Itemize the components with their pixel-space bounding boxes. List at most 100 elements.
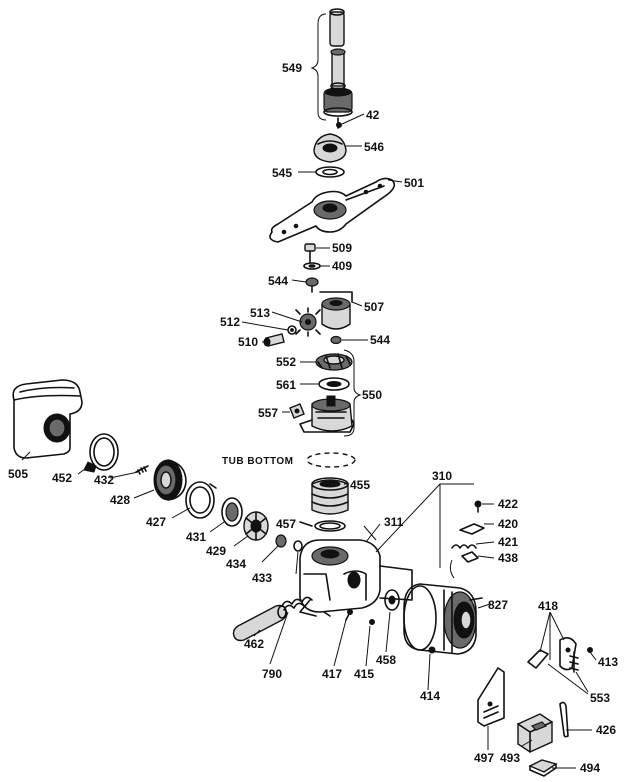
part-546-nut — [313, 133, 347, 163]
part-number-labels: 549 42 546 545 501 509 409 544 507 513 5… — [8, 61, 618, 775]
label-429: 429 — [206, 544, 226, 558]
part-455-seal — [311, 477, 349, 515]
label-434: 434 — [226, 557, 246, 571]
part-434-nut — [275, 534, 287, 548]
label-507: 507 — [364, 300, 384, 314]
label-417: 417 — [322, 667, 342, 681]
part-457-ring — [299, 520, 346, 532]
part-428-coupling — [153, 459, 187, 501]
part-507-housing — [319, 291, 353, 330]
part-429-impeller — [243, 511, 269, 541]
label-418: 418 — [538, 599, 558, 613]
part-432-screw — [135, 465, 149, 475]
part-458-seal — [384, 589, 400, 611]
label-438: 438 — [498, 551, 518, 565]
label-452: 452 — [52, 471, 72, 485]
label-557: 557 — [258, 406, 278, 420]
part-561-washer — [318, 377, 350, 391]
label-413: 413 — [598, 655, 618, 669]
label-426: 426 — [596, 723, 616, 737]
part-827-motor — [403, 583, 483, 655]
label-544-upper: 544 — [268, 274, 288, 288]
part-494-block — [528, 759, 558, 777]
label-553: 553 — [590, 691, 610, 705]
part-512-washer — [287, 325, 297, 335]
tub-bottom-label: TUB BOTTOM — [222, 456, 293, 467]
label-790: 790 — [262, 667, 282, 681]
label-494: 494 — [580, 761, 600, 775]
part-426-pin — [559, 701, 569, 738]
part-544-lower — [330, 335, 342, 345]
bracket-550 — [343, 349, 362, 437]
label-433: 433 — [252, 571, 272, 585]
part-433-washer — [293, 540, 303, 552]
label-414: 414 — [420, 689, 440, 703]
part-438-clip — [461, 551, 479, 563]
label-549: 549 — [282, 61, 302, 75]
label-457: 457 — [276, 517, 296, 531]
label-42: 42 — [366, 108, 380, 122]
label-431: 431 — [186, 530, 206, 544]
label-427: 427 — [146, 515, 166, 529]
part-427-ring — [185, 481, 217, 519]
part-311-pump-housing — [299, 539, 413, 617]
part-552-ring — [315, 353, 353, 371]
part-497-bracket — [477, 667, 505, 727]
label-513: 513 — [250, 306, 270, 320]
label-409: 409 — [332, 259, 352, 273]
label-432: 432 — [94, 473, 114, 487]
label-455: 455 — [350, 478, 370, 492]
label-415: 415 — [354, 667, 374, 681]
part-417-screw — [345, 609, 353, 621]
part-415-screw — [369, 619, 375, 625]
part-557-clip — [289, 403, 305, 419]
label-510: 510 — [238, 335, 258, 349]
part-550-impeller — [299, 395, 355, 433]
part-513-gear — [295, 307, 321, 337]
label-827: 827 — [488, 598, 508, 612]
label-310: 310 — [432, 469, 452, 483]
part-452-clamp — [83, 433, 119, 473]
label-493: 493 — [500, 751, 520, 765]
part-420-bracket — [459, 523, 485, 535]
label-561: 561 — [276, 378, 296, 392]
bracket-549 — [310, 13, 327, 121]
label-501: 501 — [404, 176, 424, 190]
part-501-spray-arm — [269, 177, 396, 243]
label-421: 421 — [498, 535, 518, 549]
label-428: 428 — [110, 493, 130, 507]
part-790-spring — [281, 596, 313, 611]
leader-lines — [21, 113, 597, 769]
part-462-hose — [232, 604, 288, 642]
part-422-screw — [474, 500, 482, 513]
part-549-tube — [323, 8, 353, 117]
label-462: 462 — [244, 637, 264, 651]
part-544-upper — [305, 277, 319, 293]
part-414-screw — [428, 646, 436, 654]
part-42-screw — [336, 117, 342, 129]
label-509: 509 — [332, 241, 352, 255]
label-311: 311 — [384, 515, 404, 529]
part-493-solenoid — [517, 713, 553, 753]
label-505: 505 — [8, 467, 28, 481]
part-509-bolt — [304, 243, 316, 263]
label-544-lower: 544 — [370, 333, 390, 347]
label-546: 546 — [364, 140, 384, 154]
label-497: 497 — [474, 751, 494, 765]
tub-bottom-ring — [306, 452, 356, 468]
label-458: 458 — [376, 653, 396, 667]
part-510-screw — [263, 333, 285, 347]
label-422: 422 — [498, 497, 518, 511]
part-413-screw — [587, 647, 593, 653]
part-431-seal — [221, 497, 243, 527]
part-553-spring — [569, 651, 579, 673]
part-505-cover — [12, 379, 83, 459]
part-409-washer — [303, 262, 321, 270]
label-545: 545 — [272, 166, 292, 180]
label-550: 550 — [362, 388, 382, 402]
part-421-spring — [451, 544, 477, 549]
label-420: 420 — [498, 517, 518, 531]
part-545-washer — [315, 166, 345, 178]
label-512: 512 — [220, 315, 240, 329]
